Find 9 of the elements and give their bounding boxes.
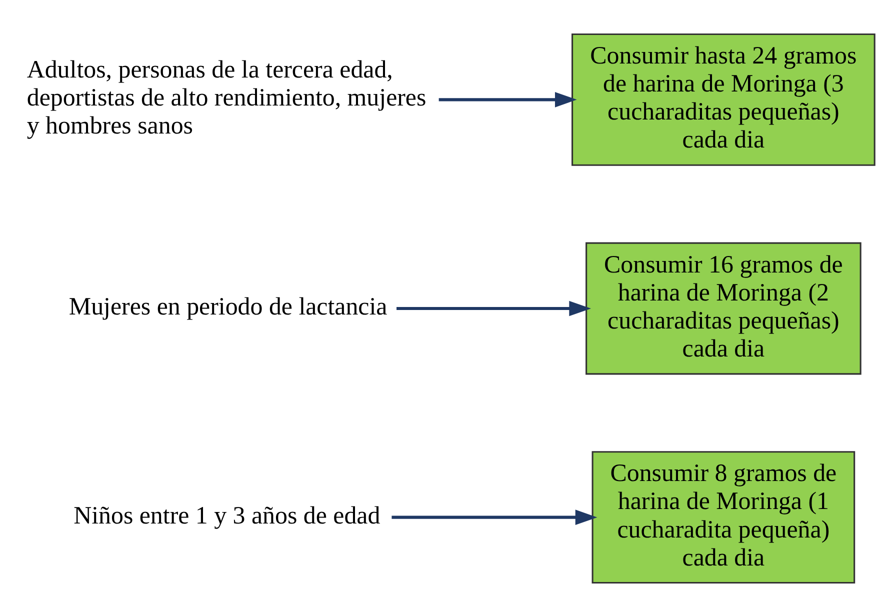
node-box: Consumir 16 gramos de harina de Moringa (2 cucharaditas pequeñas) cada dia	[586, 242, 862, 374]
node-box: Consumir 8 gramos de harina de Moringa (1 cucharadita pequeña) cada dia	[592, 450, 856, 584]
arrow	[392, 509, 598, 524]
node-text: Adultos, personas de la tercera edad, deportistas de alto rendimiento, mujeres y hombres sanos	[26, 56, 426, 140]
node-text: Niños entre 1 y 3 años de edad	[74, 502, 380, 529]
arrow	[396, 300, 592, 316]
arrow	[438, 92, 577, 107]
node-box: Consumir hasta 24 gramos de harina de Moringa (3 cucharaditas pequeñas) cada dia	[572, 32, 876, 166]
node-text: Mujeres en periodo de lactancia	[68, 292, 388, 320]
